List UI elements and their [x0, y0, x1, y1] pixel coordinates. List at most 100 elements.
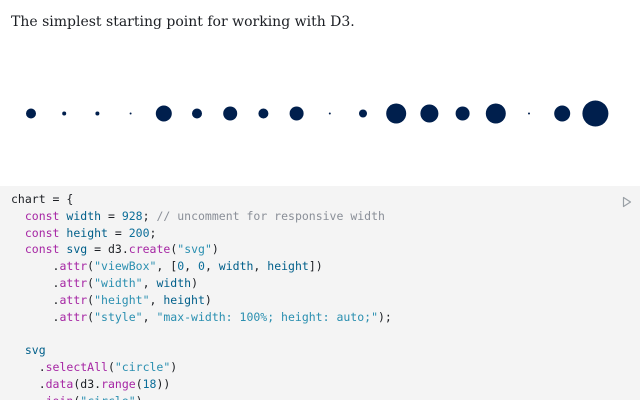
circle-4 [155, 105, 172, 122]
code-token: ; [149, 225, 157, 240]
code-token: const [24, 208, 60, 223]
code-token: . [11, 259, 60, 274]
code-token [11, 209, 25, 223]
code-line: const height = 200; [11, 225, 392, 242]
code-token: , [142, 275, 157, 290]
code-cell[interactable]: chart = { const width = 928; // uncommen… [0, 186, 640, 400]
code-token: d3 [107, 242, 122, 257]
code-line: .attr("viewBox", [0, 0, width, height]) [11, 258, 392, 275]
code-token: ( [73, 376, 81, 391]
circle-9 [328, 112, 331, 115]
run-cell-button[interactable] [621, 193, 633, 208]
code-token: . [11, 309, 60, 324]
code-token: . [11, 359, 46, 374]
code-token: "width" [94, 275, 143, 290]
code-token: "circle" [80, 394, 135, 400]
code-token: attr [59, 275, 88, 290]
code-token: attr [59, 292, 88, 307]
code-token: , [142, 309, 157, 324]
code-token: "height" [94, 292, 150, 307]
code-token: join [46, 394, 74, 400]
code-token: ( [73, 394, 80, 400]
code-line: chart = { [11, 191, 392, 208]
code-token: 0 [177, 259, 185, 274]
code-token: height [163, 292, 205, 307]
code-line: .data(d3.range(18)) [11, 376, 392, 393]
code-token: ) [191, 275, 198, 290]
code-token: , [253, 259, 268, 274]
code-token: ( [135, 376, 143, 391]
code-token: "viewBox" [94, 259, 157, 274]
code-token: "max-width: 100%; height: auto;" [156, 309, 378, 324]
code-token: // uncomment for responsive width [156, 208, 385, 223]
code-token: ( [87, 259, 95, 274]
code-line: .join("circle") [11, 393, 392, 400]
circle-3 [129, 112, 132, 115]
circle-1 [62, 111, 67, 116]
code-token: ( [87, 292, 95, 307]
code-token: const [24, 242, 60, 257]
code-token [11, 226, 25, 240]
code-token: ; [142, 208, 157, 223]
code-token: . [11, 275, 60, 290]
circle-8 [289, 106, 304, 121]
circle-2 [95, 111, 100, 116]
code-token: selectAll [45, 359, 108, 374]
code-token: ( [87, 275, 95, 290]
code-token: ) [136, 394, 143, 400]
play-icon [622, 196, 632, 208]
code-line: svg [11, 342, 392, 359]
code-token: ) [204, 292, 212, 307]
code-token: width [218, 259, 254, 274]
code-token: ]) [308, 259, 323, 274]
circle-15 [528, 112, 530, 115]
code-token: 0 [198, 259, 205, 274]
code-token: , [ [156, 259, 178, 274]
code-token: 200 [128, 225, 150, 240]
code-block[interactable]: chart = { const width = 928; // uncommen… [11, 191, 392, 400]
code-token: range [101, 376, 136, 391]
code-token: ); [378, 309, 392, 324]
code-token: = [107, 225, 129, 240]
code-token: . [94, 376, 102, 391]
intro-text: The simplest starting point for working … [11, 14, 355, 30]
code-token: = { [45, 192, 74, 206]
code-token: 928 [121, 208, 143, 223]
chart-output [0, 60, 640, 170]
code-token: ( [107, 359, 115, 374]
code-token: , [184, 259, 198, 274]
circle-5 [192, 108, 202, 119]
code-line: .attr("height", height) [11, 292, 392, 309]
circle-17 [582, 100, 609, 127]
code-token: width [156, 275, 192, 290]
code-token: 18 [142, 376, 157, 391]
code-token: ) [170, 359, 178, 374]
code-token: . [11, 292, 60, 307]
code-line: const svg = d3.create("svg") [11, 241, 392, 258]
code-token: ( [170, 242, 178, 257]
code-token: create [128, 242, 171, 257]
circle-14 [485, 103, 506, 124]
code-token: ) [211, 242, 219, 257]
code-token: )) [156, 376, 171, 391]
circle-0 [26, 108, 36, 119]
code-token: height [267, 259, 309, 274]
code-token: svg [66, 242, 88, 257]
code-token: . [11, 394, 46, 400]
code-token: ( [87, 309, 95, 324]
circle-12 [420, 104, 439, 123]
circle-16 [554, 105, 571, 122]
code-line: .attr("style", "max-width: 100%; height:… [11, 309, 392, 326]
code-token: data [45, 376, 74, 391]
code-token: const [24, 225, 60, 240]
code-token: = [87, 242, 108, 257]
code-token: width [66, 208, 102, 223]
code-token: , [204, 259, 219, 274]
code-line: .selectAll("circle") [11, 359, 392, 376]
code-token: height [66, 225, 108, 240]
code-token [11, 242, 25, 256]
code-token: attr [59, 309, 88, 324]
code-token [11, 343, 25, 357]
code-token: , [149, 292, 164, 307]
code-token: svg [24, 343, 46, 358]
